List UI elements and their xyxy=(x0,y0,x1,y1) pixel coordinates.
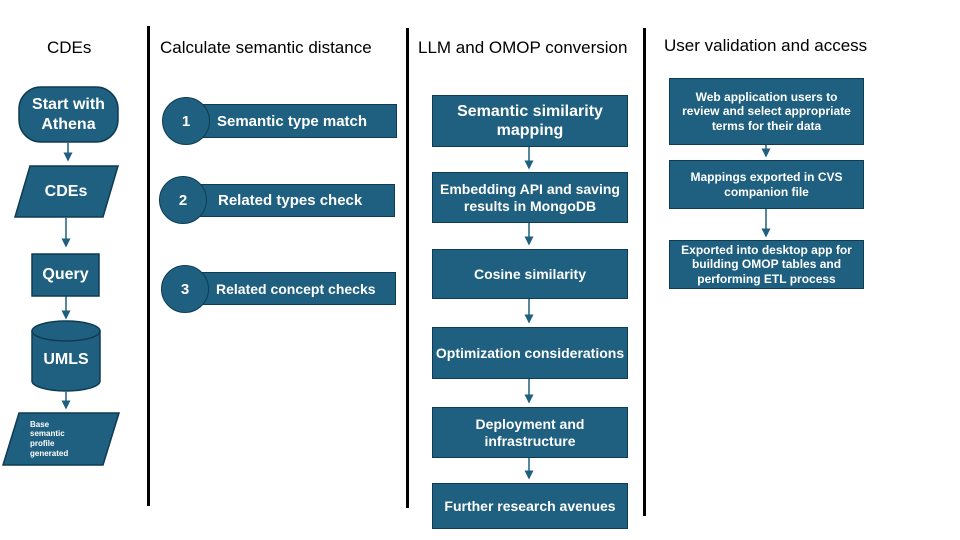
semantic-step-2-number: 2 xyxy=(159,176,207,224)
user-step-web-application: Web application users to review and sele… xyxy=(669,78,864,145)
semantic-step-1-label: Semantic type match xyxy=(217,112,368,130)
semantic-step-3-number: 3 xyxy=(161,265,209,313)
llm-step-deployment: Deployment and infrastructure xyxy=(432,407,628,458)
semantic-step-3-pill: Related concept checks xyxy=(185,272,396,305)
query-rect-shape xyxy=(31,253,100,297)
profile-parallelogram-shape xyxy=(1,412,121,466)
user-step-desktop-app: Exported into desktop app for building O… xyxy=(669,240,864,289)
divider-1 xyxy=(147,26,150,506)
divider-3 xyxy=(643,28,646,516)
semantic-step-3-label: Related concept checks xyxy=(216,280,376,297)
divider-2 xyxy=(406,28,409,508)
query-label: Query xyxy=(42,266,89,284)
llm-step-semantic-similarity: Semantic similarity mapping xyxy=(432,95,628,147)
umls-cylinder-body xyxy=(31,331,101,392)
llm-step-embedding-api: Embedding API and saving results in Mong… xyxy=(432,172,628,223)
semantic-step-2-pill: Related types check xyxy=(183,184,395,217)
column-title-semantic-distance: Calculate semantic distance xyxy=(160,38,372,57)
llm-step-optimization: Optimization considerations xyxy=(432,327,628,379)
semantic-step-2-label: Related types check xyxy=(218,192,363,209)
llm-step-further-research: Further research avenues xyxy=(432,483,628,529)
column-title-user-validation: User validation and access xyxy=(664,36,868,55)
cdes-label: CDEs xyxy=(44,182,88,200)
semantic-step-1-pill: Semantic type match xyxy=(186,104,397,138)
base-semantic-profile-label: Base semantic profile generated xyxy=(30,419,69,458)
cdes-parallelogram-shape xyxy=(13,165,120,218)
column-title-llm-omop: LLM and OMOP conversion xyxy=(418,38,628,57)
start-terminator-shape xyxy=(18,86,119,143)
semantic-step-1-number: 1 xyxy=(162,97,210,145)
umls-label: UMLS xyxy=(43,351,89,369)
start-with-athena-label: Start with Athena xyxy=(32,96,105,133)
user-step-mappings-exported: Mappings exported in CVS companion file xyxy=(669,160,864,209)
column-title-cdes: CDEs xyxy=(47,38,92,57)
umls-cylinder-top xyxy=(31,320,101,342)
llm-step-cosine-similarity: Cosine similarity xyxy=(432,249,628,299)
